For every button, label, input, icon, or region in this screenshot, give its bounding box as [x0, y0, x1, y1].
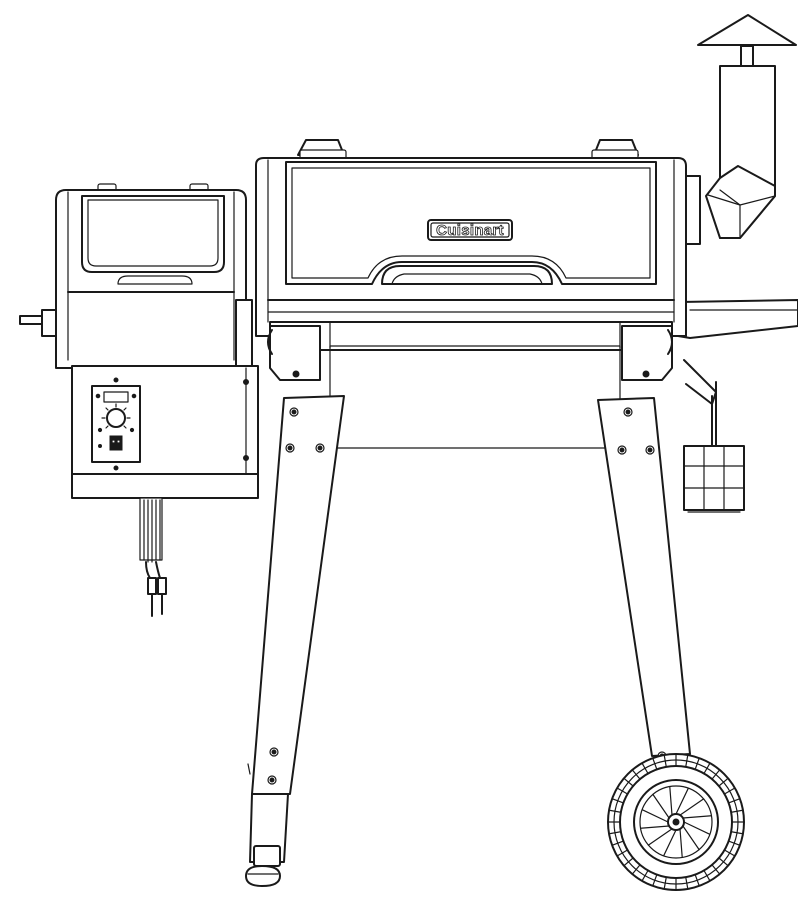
lower-frame — [267, 321, 673, 449]
brand-logo-text: Cuisinart — [436, 222, 504, 239]
wheel-spoke — [682, 825, 700, 851]
wheel-spoke — [669, 785, 673, 816]
leg-right — [597, 397, 691, 761]
tread-mark — [624, 858, 633, 866]
tread-mark — [703, 870, 711, 881]
tread-mark — [724, 849, 735, 857]
wheel-spoke — [647, 828, 673, 846]
chimney-elbow — [705, 165, 776, 239]
tread-mark — [632, 770, 640, 779]
tread-mark — [719, 778, 728, 786]
chimney-stack — [683, 14, 797, 245]
side-shelf — [677, 299, 798, 339]
tread-mark — [712, 865, 720, 874]
chimney-cap — [697, 14, 797, 46]
tread-mark — [609, 831, 621, 835]
tread-mark — [731, 831, 743, 835]
tread-mark — [617, 787, 628, 795]
lid-handle[interactable] — [381, 265, 553, 285]
tread-mark — [694, 758, 700, 770]
leg-bracket-right — [621, 325, 673, 381]
wheel-spoke — [639, 825, 670, 829]
tread-mark — [663, 877, 667, 889]
tread-mark — [685, 755, 689, 767]
wheel-spoke — [663, 829, 677, 857]
tread-mark — [652, 874, 658, 886]
wheel-spoke — [675, 787, 689, 815]
hopper-handle[interactable] — [117, 275, 193, 285]
leg-bracket-left — [269, 325, 321, 381]
tread-mark — [728, 840, 740, 846]
tread-mark — [663, 755, 667, 767]
tread-mark — [731, 809, 743, 813]
power-cord — [139, 497, 167, 617]
wheel-spokes — [639, 785, 713, 859]
chimney-cap-stem — [740, 45, 754, 67]
controller-box — [71, 365, 259, 499]
plug-prong-left — [147, 577, 157, 595]
wheel-tread — [608, 754, 744, 890]
tread-mark — [719, 858, 728, 866]
wheel-spoke — [679, 828, 683, 859]
wheel-spoke — [683, 821, 711, 835]
tread-mark — [609, 809, 621, 813]
wheel-spoke — [652, 793, 670, 819]
basket-frame — [683, 445, 745, 511]
leveling-foot — [245, 865, 281, 887]
tread-mark — [641, 763, 649, 774]
tread-mark — [703, 763, 711, 774]
tread-mark — [632, 865, 640, 874]
wheel — [607, 753, 745, 891]
wheel-spoke — [641, 809, 669, 823]
leg-left — [245, 395, 345, 887]
temperature-dial[interactable] — [106, 408, 126, 428]
pellet-hopper — [19, 183, 253, 441]
leg-foot-sleeve — [253, 845, 281, 867]
tread-mark — [612, 840, 624, 846]
tread-mark — [685, 877, 689, 889]
plug-prong-right — [157, 577, 167, 595]
wheel-spoke — [679, 798, 705, 816]
tread-mark — [724, 787, 735, 795]
cook-chamber: Cuisinart — [255, 139, 687, 337]
tread-mark — [728, 798, 740, 804]
tread-mark — [712, 770, 720, 779]
hopper-lid[interactable] — [81, 195, 225, 273]
tool-basket — [683, 359, 745, 513]
wheel-spoke — [682, 815, 713, 819]
tread-mark — [612, 798, 624, 804]
lcd-display — [103, 391, 129, 403]
tread-mark — [694, 874, 700, 886]
tread-mark — [641, 870, 649, 881]
tread-mark — [652, 758, 658, 770]
tread-mark — [617, 849, 628, 857]
tread-mark — [624, 778, 633, 786]
